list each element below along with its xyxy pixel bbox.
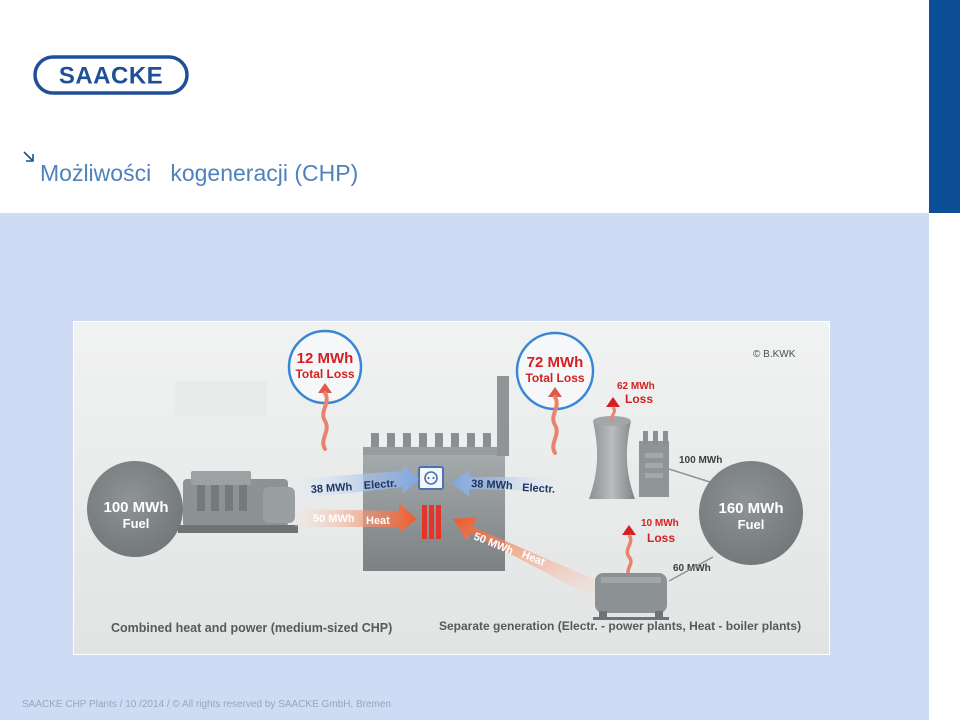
saacke-logo: SAACKE [33,55,189,95]
separate-electricity-label: Electr. [522,482,556,496]
power-loss-label: Loss [625,392,653,406]
slide-footer: SAACKE CHP Plants / 10 /2014 / © All rig… [22,699,392,710]
diagram-frame [73,321,830,655]
power-input-line [668,468,714,484]
boiler-loss-label: Loss [647,531,675,545]
power-input-value: 100 MWh [679,455,722,466]
power-plant-icon [589,416,669,499]
arrow-marker-icon [23,151,34,162]
building-icon [363,376,509,571]
separate-electricity-value: 38 MWh [471,478,513,492]
redacted-block [175,381,267,417]
chp-caption: Combined heat and power (medium-sized CH… [111,621,392,635]
chp-fuel-value: 100 MWh [103,499,168,516]
chp-fuel-label: Fuel [123,516,150,531]
chp-comparison-diagram: © B.KWK 100 MWh Fuel [73,321,830,655]
chp-engine-icon [178,471,298,533]
power-loss-wave-icon [606,397,620,423]
power-loss-value: 62 MWh [617,381,655,392]
separate-loss-value: 72 MWh [527,354,584,371]
chp-heat-arrow [295,503,417,533]
logo-text: SAACKE [59,63,163,90]
chp-loss-label: Total Loss [295,367,354,381]
separate-heat-arrow [453,517,603,601]
separate-fuel-circle [699,461,803,565]
chp-loss-value: 12 MWh [297,350,354,367]
separate-loss-wave-icon [548,387,562,455]
boiler-input-line [668,556,714,582]
accent-bar [929,0,960,213]
slide-title: Możliwości kogeneracji (CHP) [40,160,359,186]
separate-caption: Separate generation (Electr. - power pla… [439,619,801,633]
chp-heat-value: 50 MWh [313,513,355,525]
separate-fuel-value: 160 MWh [718,500,783,517]
chp-electricity-value: 38 MWh [310,481,353,496]
chp-fuel-circle [87,461,183,557]
separate-loss-label: Total Loss [525,371,584,385]
chp-electricity-arrow [293,464,419,499]
boiler-loss-value: 10 MWh [641,518,679,529]
chp-loss-wave-icon [318,383,332,451]
chp-electricity-label: Electr. [363,478,397,492]
chp-heat-label: Heat [366,515,390,527]
diagram-copyright: © B.KWK [753,349,796,360]
separate-fuel-label: Fuel [738,517,765,532]
boiler-icon [593,573,669,620]
separate-electricity-arrow [451,470,559,496]
boiler-loss-wave-icon [622,525,636,576]
